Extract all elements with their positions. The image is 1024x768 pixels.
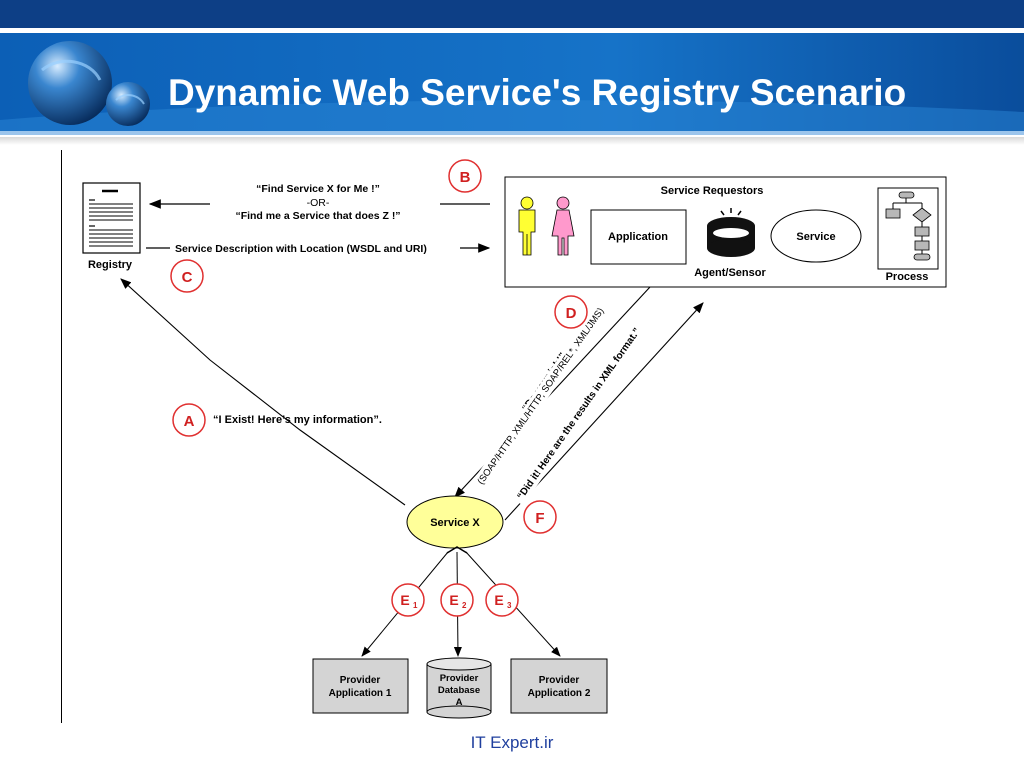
find-service-line3: “Find me a Service that does Z !” (235, 210, 400, 222)
svg-text:C: C (182, 269, 193, 286)
provider-app1-line2: Application 1 (329, 688, 392, 699)
agent-sensor-label: Agent/Sensor (694, 267, 766, 279)
svg-text:B: B (460, 169, 471, 186)
marker-d: D (554, 295, 588, 329)
svg-text:D: D (566, 305, 577, 322)
svg-text:1: 1 (413, 601, 418, 610)
left-margin-line (61, 150, 62, 723)
svg-text:E: E (449, 592, 458, 608)
find-service-line1: “Find Service X for Me !” (256, 183, 380, 195)
process-label: Process (886, 271, 929, 283)
provider-app2-line2: Application 2 (528, 688, 591, 699)
marker-e2: E 2 (440, 583, 474, 617)
large-globe-icon (28, 41, 112, 125)
svg-text:E: E (494, 592, 503, 608)
provider-database-cylinder (426, 657, 492, 719)
header-background (0, 0, 1024, 135)
agent-sensor-icon (707, 208, 755, 257)
svg-text:E: E (400, 592, 409, 608)
svg-text:F: F (535, 510, 544, 527)
service-x-label: Service X (430, 517, 480, 529)
small-globe-icon (106, 82, 150, 126)
service-description-label: Service Description with Location (WSDL … (175, 243, 427, 255)
provider-db-line3: A (456, 697, 463, 708)
provider-db-line2: Database (438, 685, 480, 696)
service-requestors-title: Service Requestors (661, 185, 764, 197)
i-exist-arrow (120, 278, 406, 506)
provider-application-1-box (312, 658, 409, 714)
flowchart-icon (885, 191, 932, 261)
provider-app1-line1: Provider (340, 675, 381, 686)
svg-text:2: 2 (462, 601, 467, 610)
provider-db-line1: Provider (440, 673, 479, 684)
female-person-icon (551, 196, 575, 256)
male-person-icon (518, 196, 536, 256)
marker-c: C (170, 259, 204, 293)
marker-e3: E 3 (485, 583, 519, 617)
service-label: Service (796, 231, 835, 243)
registry-label: Registry (88, 259, 133, 271)
provider-application-2-box (510, 658, 608, 714)
marker-a: A (172, 403, 206, 437)
provider-app2-line1: Provider (539, 675, 580, 686)
marker-e1: E 1 (391, 583, 425, 617)
find-service-line2: -OR- (307, 197, 330, 209)
header-banner: Dynamic Web Service's Registry Scenario (0, 0, 1024, 135)
header-shadow (0, 137, 1024, 145)
svg-text:A: A (184, 413, 195, 430)
registry-document-icon (82, 182, 141, 254)
application-label: Application (608, 231, 668, 243)
i-exist-label: “I Exist! Here’s my information”. (213, 414, 382, 426)
application-box (590, 209, 687, 265)
svg-text:3: 3 (507, 601, 512, 610)
service-ellipse (770, 209, 862, 263)
marker-b: B (448, 159, 482, 193)
page-title: Dynamic Web Service's Registry Scenario (168, 72, 907, 113)
footer-text: IT Expert.ir (470, 733, 554, 752)
marker-f: F (523, 500, 557, 534)
